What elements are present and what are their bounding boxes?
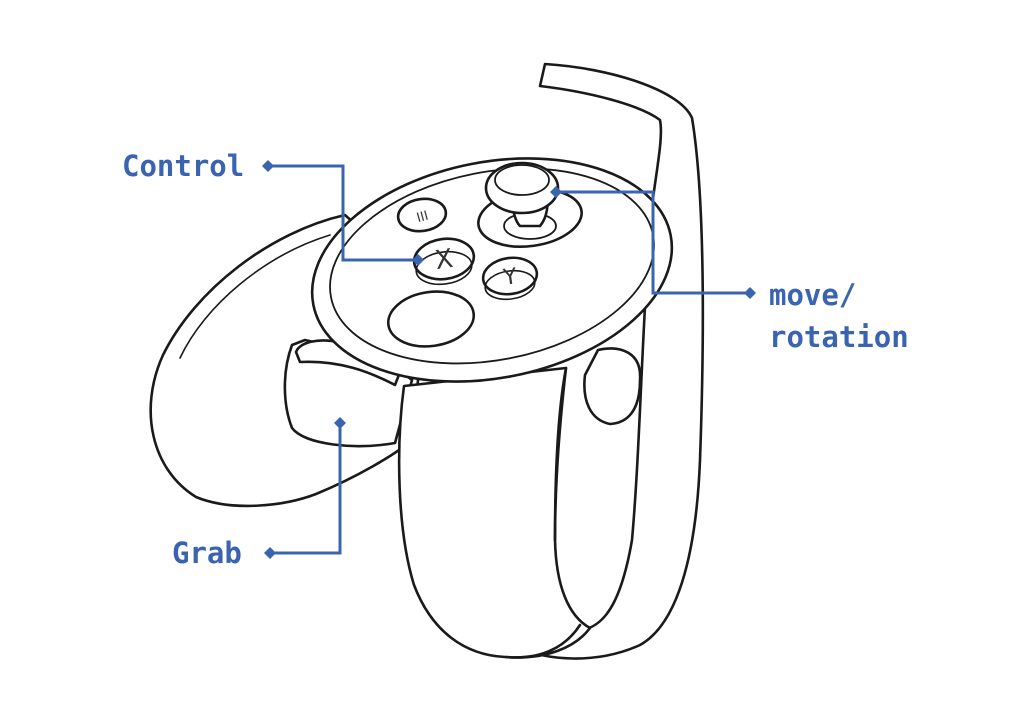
label-move-rotation: move/ rotation [769,274,909,358]
label-move-line-1: move/ [769,278,856,312]
label-move-line-2: rotation [769,320,909,354]
index-trigger [584,349,640,424]
leader-dot-control-start [262,160,274,172]
leader-dot-grab-end [264,547,276,559]
label-control: Control [122,145,244,187]
thumbstick-cap [486,163,558,213]
leader-dot-move-end [744,287,756,299]
label-grab: Grab [172,532,242,574]
